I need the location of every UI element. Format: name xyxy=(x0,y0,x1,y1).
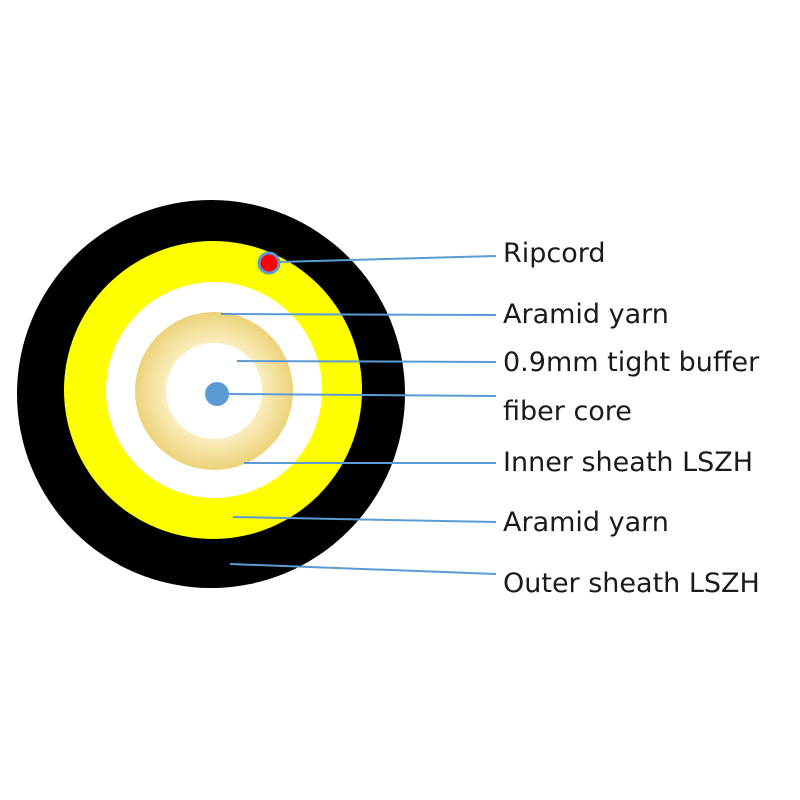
ripcord-dot xyxy=(257,251,281,275)
leader-line-fiber-core xyxy=(228,393,497,397)
label-ripcord: Ripcord xyxy=(503,238,606,269)
label-inner-sheath: Inner sheath LSZH xyxy=(503,447,754,478)
leader-line-tight-buffer xyxy=(236,360,497,363)
fiber-core-dot xyxy=(205,382,229,406)
label-aramid-yarn-1: Aramid yarn xyxy=(503,299,669,330)
leader-line-aramid-yarn-2 xyxy=(232,516,497,523)
leader-line-ripcord xyxy=(277,255,497,263)
leader-line-aramid-yarn-1 xyxy=(220,313,497,316)
label-fiber-core: fiber core xyxy=(503,396,632,427)
label-aramid-yarn-2: Aramid yarn xyxy=(503,507,669,538)
label-outer-sheath: Outer sheath LSZH xyxy=(503,568,760,599)
label-tight-buffer: 0.9mm tight buffer xyxy=(503,347,760,378)
leader-line-outer-sheath xyxy=(229,563,497,575)
